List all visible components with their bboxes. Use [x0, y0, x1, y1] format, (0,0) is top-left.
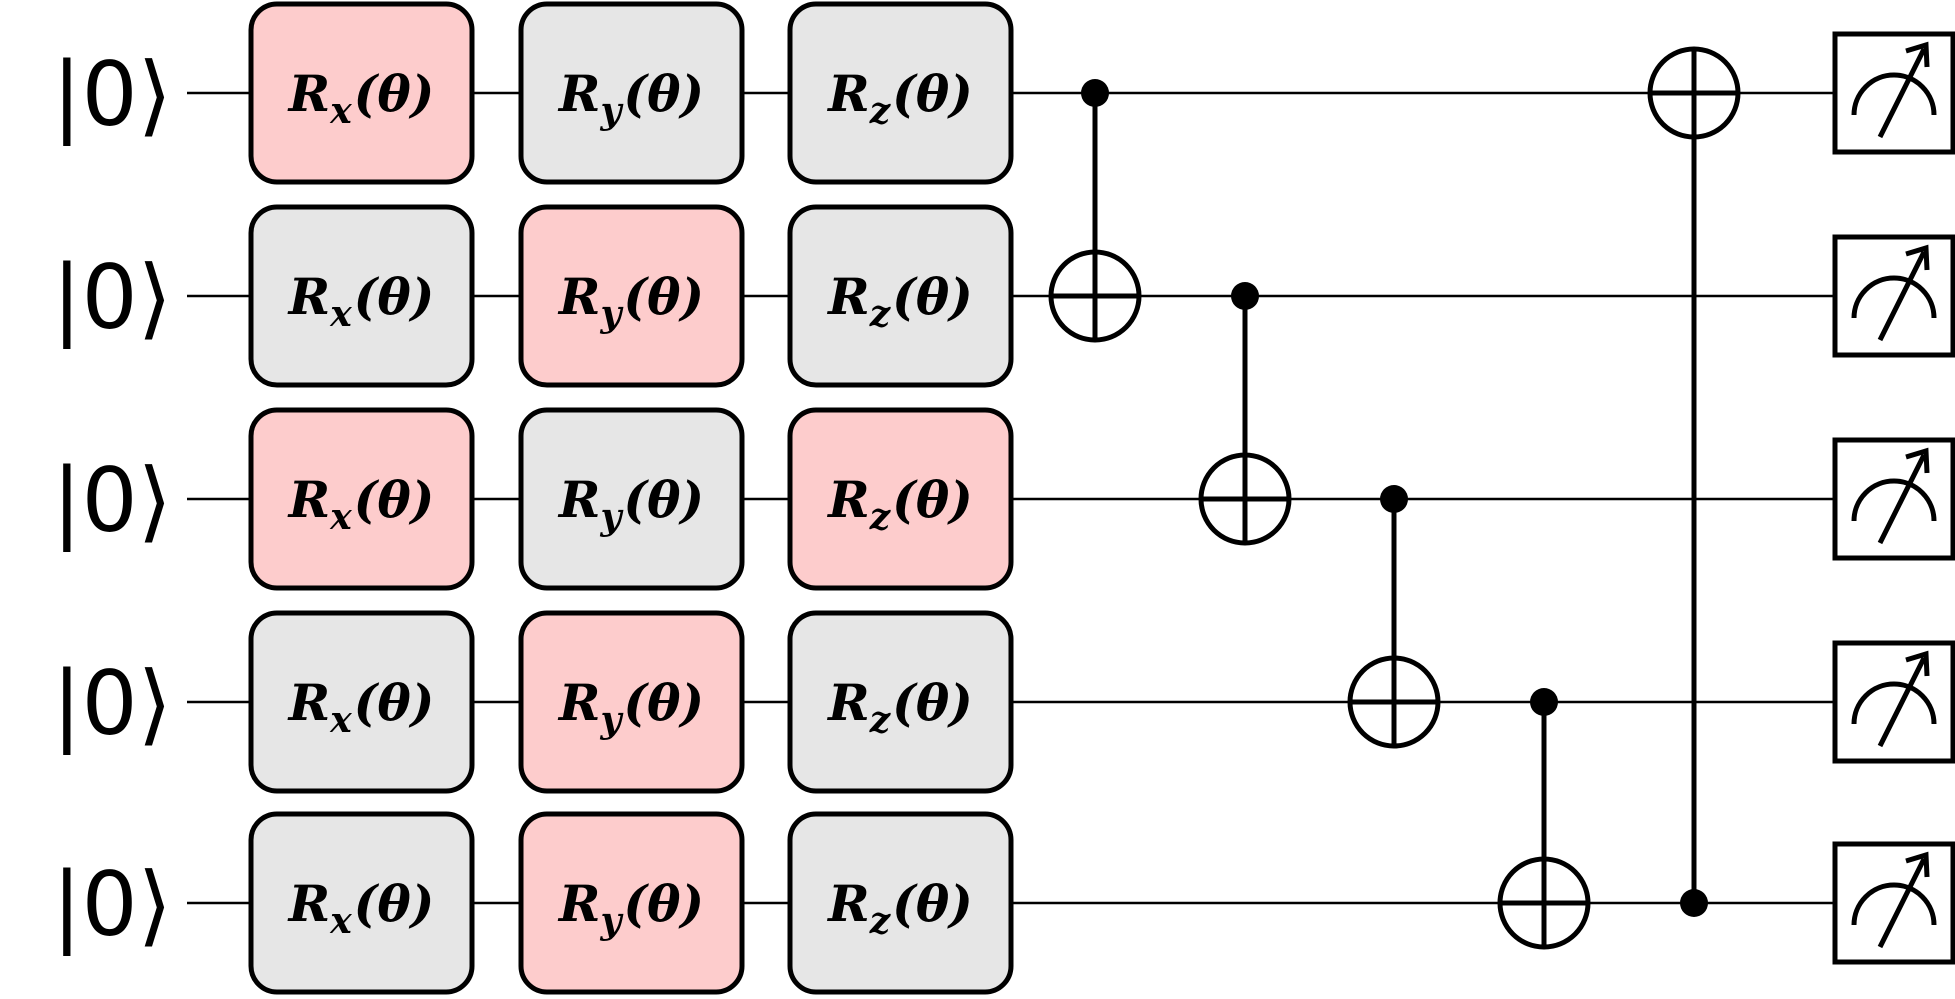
gate-box [248, 610, 475, 794]
qubit-init-label-1: |0⟩ [52, 246, 172, 350]
cnot-gate-0 [1048, 79, 1142, 343]
qubit-init-label-3: |0⟩ [52, 652, 172, 756]
cnot-control-dot [1530, 688, 1558, 716]
gate-label: Rx(θ) [287, 673, 435, 741]
gate-label: Rx(θ) [287, 64, 435, 132]
gate-label: Rx(θ) [287, 470, 435, 538]
gate-label: Ry(θ) [557, 470, 704, 538]
gate-box [787, 811, 1014, 995]
gate-label: Ry(θ) [557, 64, 704, 132]
gate-box [248, 811, 475, 995]
rotation-gate-1-0: Rx(θ) [248, 204, 475, 388]
rotation-gate-4-0: Rx(θ) [248, 811, 475, 995]
cnot-target-icon [1048, 249, 1142, 343]
rotation-gate-3-2: Rz(θ) [787, 610, 1014, 794]
rotation-gate-3-0: Rx(θ) [248, 610, 475, 794]
gate-label: Rz(θ) [826, 64, 973, 132]
measurement-meter-icon [1832, 640, 1955, 764]
cnot-target-icon [1347, 655, 1441, 749]
cnot-target-icon [1497, 856, 1591, 950]
gate-label: Rx(θ) [287, 267, 435, 335]
rotation-gate-0-1: Ry(θ) [518, 1, 745, 185]
cnot-gate-3 [1497, 688, 1591, 950]
cnot-control-dot [1380, 485, 1408, 513]
gate-box [787, 204, 1014, 388]
cnot-gate-2 [1347, 485, 1441, 749]
rotation-gate-1-1: Ry(θ) [518, 204, 745, 388]
gate-box [787, 407, 1014, 591]
gate-box [248, 1, 475, 185]
gate-label: Ry(θ) [557, 874, 704, 942]
measurement-meter-icon [1832, 234, 1955, 358]
qubit-init-label-0: |0⟩ [52, 43, 172, 147]
gate-box [248, 204, 475, 388]
gate-label: Rz(θ) [826, 267, 973, 335]
rotation-gate-1-2: Rz(θ) [787, 204, 1014, 388]
gate-box [518, 204, 745, 388]
gate-label: Ry(θ) [557, 267, 704, 335]
rotation-gate-3-1: Ry(θ) [518, 610, 745, 794]
cnot-target-icon [1198, 452, 1292, 546]
gate-label: Rz(θ) [826, 470, 973, 538]
measurement-meter-icon [1832, 437, 1955, 561]
cnot-target-icon [1647, 46, 1741, 140]
gate-box [248, 407, 475, 591]
gate-label: Ry(θ) [557, 673, 704, 741]
measurement-meter-icon [1832, 841, 1955, 965]
rotation-gate-4-2: Rz(θ) [787, 811, 1014, 995]
rotation-gate-2-0: Rx(θ) [248, 407, 475, 591]
cnot-gate-4 [1647, 46, 1741, 917]
gate-box [518, 610, 745, 794]
gate-label: Rx(θ) [287, 874, 435, 942]
qubit-init-label-4: |0⟩ [52, 853, 172, 957]
measurement-meter-icon [1832, 31, 1955, 155]
cnot-control-dot [1680, 889, 1708, 917]
gate-box [787, 610, 1014, 794]
rotation-gate-2-1: Ry(θ) [518, 407, 745, 591]
gate-label: Rz(θ) [826, 874, 973, 942]
cnot-control-dot [1081, 79, 1109, 107]
rotation-gate-0-0: Rx(θ) [248, 1, 475, 185]
gate-label: Rz(θ) [826, 673, 973, 741]
rotation-gate-2-2: Rz(θ) [787, 407, 1014, 591]
gate-box [787, 1, 1014, 185]
cnot-gate-1 [1198, 282, 1292, 546]
rotation-gate-0-2: Rz(θ) [787, 1, 1014, 185]
gate-box [518, 811, 745, 995]
cnot-control-dot [1231, 282, 1259, 310]
gate-box [518, 407, 745, 591]
gate-box [518, 1, 745, 185]
qubit-init-label-2: |0⟩ [52, 449, 172, 553]
rotation-gate-4-1: Ry(θ) [518, 811, 745, 995]
